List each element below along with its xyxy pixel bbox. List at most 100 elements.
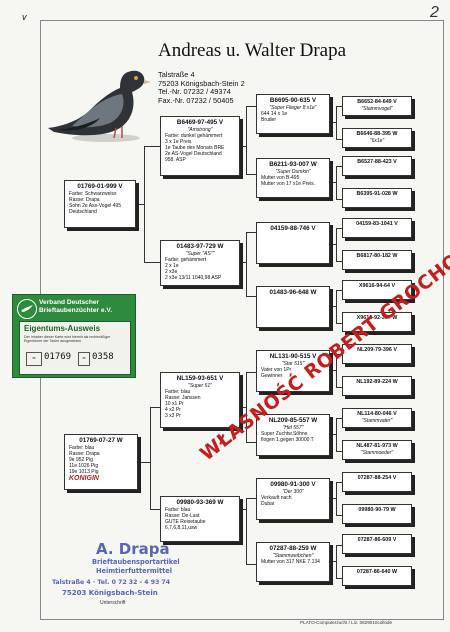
grandparent-box: B6695-90-635 V "Super Flieger 8 x1e" 644… — [256, 94, 330, 134]
grandparent-line: Super Zuchtw.Söhne — [261, 431, 308, 437]
parent-line: Rasse: Janssen — [165, 395, 201, 401]
grandparent-box: 04159-88-746 V — [256, 222, 330, 264]
address-tel: Tel.-Nr. 07232 / 49374 — [158, 87, 231, 97]
subject2-line: 19e 1013 Pig — [69, 469, 99, 475]
pigeon-photo — [48, 70, 151, 142]
parent-line: 2 x3e 13/11 1040,98 ASP — [165, 275, 222, 281]
grandparent-ring: B6211-93-007 W — [269, 161, 317, 168]
great-ring: X9616-94-64 V — [358, 283, 396, 289]
grandparent-line: 644 14 x 1e — [261, 111, 288, 117]
grandparent-line: Vater von 1Pr — [261, 367, 292, 373]
grandparent-line: Gewinner — [261, 373, 283, 379]
subject2-line: 11e 1026 Pig — [69, 463, 99, 469]
great-grandparent-box: B6652-84-649 V "Stammvogel" — [342, 96, 412, 116]
grandparent-line: Mutter von 317 NKE 7.134 — [261, 559, 320, 565]
parent-name: "Super "AS"" — [185, 251, 215, 257]
subject-line: Deutschland — [69, 209, 97, 215]
breeder-title: Andreas u. Walter Drapa — [158, 40, 347, 61]
great-ring: B6395-91-028 W — [356, 191, 398, 197]
card-fine-print: Der Inhaber dieser Karte wird hiermit al… — [24, 335, 111, 344]
great-grandparent-box: B6395-91-028 W — [342, 188, 412, 208]
parent-box: 09980-93-369 W Farbe: blau Rasse: De-Las… — [160, 496, 240, 542]
parent-ring: 09980-93-369 W — [176, 499, 224, 506]
great-grandparent-box: 04159-83-1041 V — [342, 218, 412, 238]
address-city: 75203 Königsbach-Stein 2 — [158, 78, 245, 88]
address-fax: Fax.-Nr. 07232 / 50405 — [158, 95, 234, 105]
corner-mark: v — [22, 12, 27, 22]
grandparent-name: "Hel 557" — [282, 425, 304, 431]
grandparent-ring: 07287-88-259 W — [269, 545, 317, 552]
stamp-line3: Talstraße 4 · Tel. 0 72 32 - 4 93 74 — [52, 579, 171, 586]
parent-box: 01483-97-729 W "Super "AS"" Farbe: gehäm… — [160, 240, 240, 286]
grandparent-name: "Super Dumkin" — [275, 169, 311, 175]
parent-ring: NL159-93-651 V — [176, 375, 224, 382]
grandparent-name: "Super Flieger 8 x1e" — [269, 105, 317, 111]
grandparent-box: NL131-90-515 V "Star 515" Vater von 1Pr … — [256, 350, 330, 392]
great-name: "Stammvogel" — [361, 106, 393, 112]
great-grandparent-box: 07287-86-640 W — [342, 566, 412, 586]
great-grandparent-box: B6817-80-182 W — [342, 250, 412, 270]
great-grandparent-box: 07287-86-609 V — [342, 534, 412, 554]
great-ring: B6817-80-182 W — [356, 253, 398, 259]
grandparent-box: 01483-96-648 W — [256, 286, 330, 328]
parent-line: 10 x1 Pr — [165, 401, 184, 407]
great-ring: B6527-88-423 V — [357, 159, 397, 165]
parent-line: 6,7,6,8,11,usw — [165, 525, 198, 531]
grandparent-name: "Der 300" — [282, 489, 304, 495]
grandparent-line: Mutter von B-495 — [261, 175, 300, 181]
page-number: 2 — [430, 4, 439, 21]
grandparent-name: "Star 515" — [281, 361, 305, 367]
grandparent-ring: 09980-91-300 V — [270, 481, 316, 488]
great-grandparent-box: 09980-90-79 W — [342, 504, 412, 524]
stamp-line2: Heimtierfuttermittel — [96, 567, 173, 575]
subject-ring: 01769-01-999 V — [77, 183, 123, 190]
ownership-card: Verband Deutscher Brieftaubenzüchter e.V… — [12, 294, 136, 378]
parent-name: "Super 51" — [188, 383, 212, 389]
grandparent-ring: 04159-88-746 V — [270, 225, 316, 232]
card-org: Verband Deutscher Brieftaubenzüchter e.V… — [39, 299, 112, 314]
great-grandparent-box: B6527-88-423 V — [342, 156, 412, 176]
parent-ring: B6469-97-495 V — [176, 119, 224, 126]
grandparent-ring: B6695-90-635 V — [269, 97, 317, 104]
address-street: Talstraße 4 — [158, 70, 195, 79]
great-ring: 09980-90-79 W — [358, 507, 396, 513]
parent-line: 2e AS-Vogel Deutschland — [165, 151, 222, 157]
great-ring: B6652-84-649 V — [357, 99, 397, 105]
parent-line: 3 x 1e Preis — [165, 139, 192, 145]
great-ring: X9616-92-367 W — [356, 315, 398, 321]
signature-label: Unterschrift — [100, 600, 126, 606]
grandparent-ring: NL131-90-515 V — [269, 353, 317, 360]
subject-line: Sohn 2e Ass-Vogel 495 — [69, 203, 121, 209]
great-ring: 07287-86-640 W — [356, 569, 398, 575]
great-grandparent-box: NL487-81-973 W "Stammoeder" — [342, 440, 412, 460]
great-grandparent-box: X9616-94-64 V — [342, 280, 412, 300]
card-org-line2: Brieftaubenzüchter e.V. — [39, 306, 113, 314]
great-ring: NL487-81-973 W — [356, 443, 398, 449]
great-ring: 07287-86-609 V — [357, 537, 397, 543]
parent-line: Rasse: De-Last — [165, 513, 200, 519]
grandparent-line: flogen 1.gegen 30000 T — [261, 437, 314, 443]
parent-line: Farbe: blau — [165, 389, 191, 395]
great-grandparent-box: NL192-89-224 W — [342, 376, 412, 396]
grandparent-ring: 01483-96-648 W — [269, 289, 317, 296]
card-title: Eigentums-Ausweis — [24, 324, 101, 333]
card-symbol-left: ≈ — [26, 352, 42, 366]
parent-line: Farbe: blau — [165, 507, 191, 513]
address-block: Talstraße 4 75203 Königsbach-Stein 2 Tel… — [158, 70, 245, 105]
parent-line: 958. ASP — [165, 157, 186, 163]
parent-line: 4 x2 Pr — [165, 407, 181, 413]
great-ring: NL209-79-396 V — [357, 347, 397, 353]
parent-line: Farbe: dunkel gehämmert — [165, 133, 223, 139]
card-code1: 01769 — [44, 352, 72, 362]
stamp-line1: Brieftaubensportartikel — [92, 558, 180, 566]
parent-line: 3 x3 Pr — [165, 413, 181, 419]
great-grandparent-box: X9616-92-367 W — [342, 312, 412, 332]
grandparent-box: NL209-85-557 W "Hel 557" Super Zuchtw.Sö… — [256, 414, 330, 456]
subject-line: Rasse: Drapa — [69, 197, 100, 203]
parent-box: B6469-97-495 V "Amstrong" Farbe: dunkel … — [160, 116, 240, 176]
subject2-handwritten-note: KÖNIGIN — [69, 475, 99, 482]
subject2-ring: 01769-07-27 W — [79, 437, 123, 444]
grandparent-line: Mutter von 17 x1e Preis. — [261, 181, 316, 187]
great-ring: 07287-88-254 V — [357, 475, 397, 481]
